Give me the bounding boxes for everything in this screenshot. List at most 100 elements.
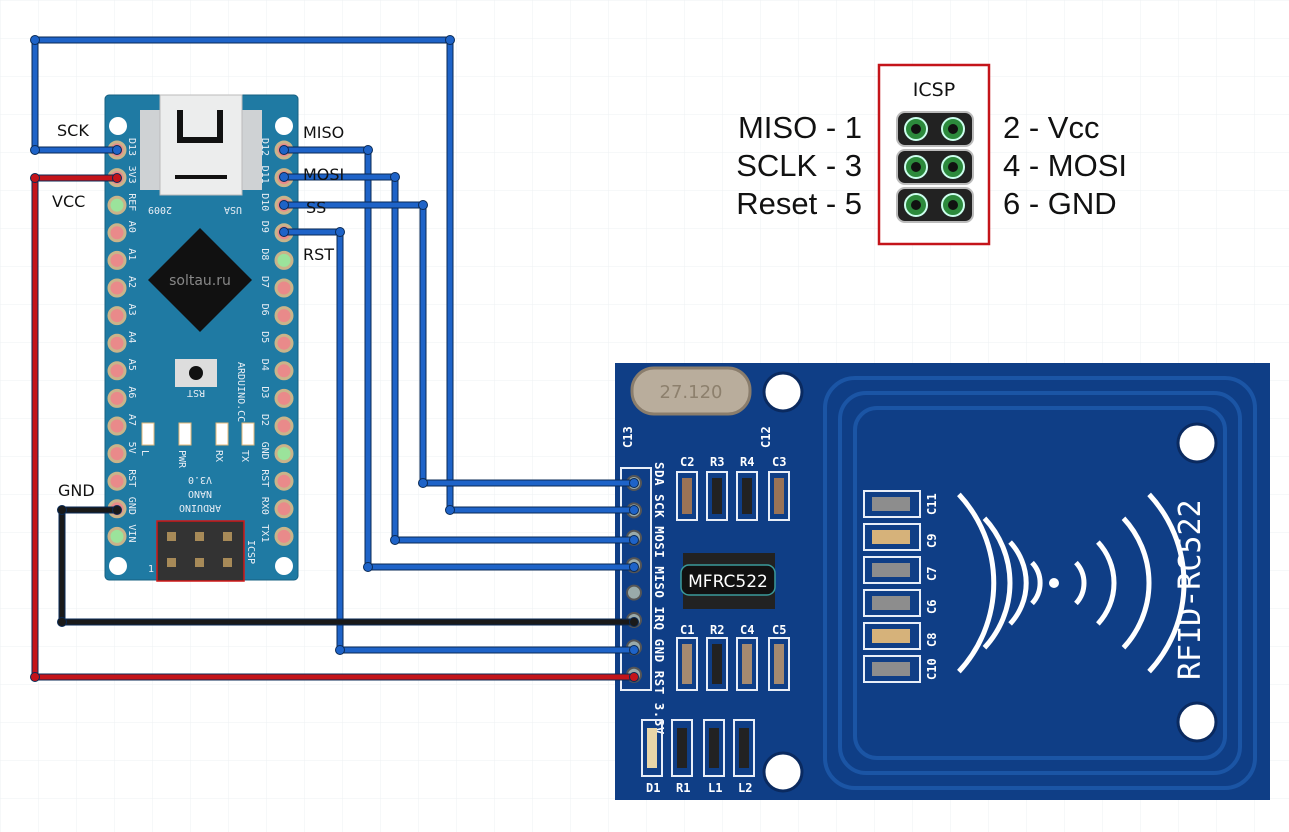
rfid-pin-labels: SDA SCK MOSI MISO IRQ GND RST 3.3V bbox=[652, 462, 667, 735]
component-label: C7 bbox=[925, 567, 939, 581]
component-pad bbox=[863, 490, 921, 518]
pin-rst bbox=[107, 471, 127, 491]
pin-label: A1 bbox=[126, 248, 137, 260]
pin-label: A7 bbox=[126, 414, 137, 426]
rfid-rc522-module: 27.120 RFID-RC522 MFRC522 SDA SCK MOSI M… bbox=[615, 363, 1270, 800]
pin-label: GND bbox=[259, 442, 270, 460]
pin-d6 bbox=[274, 306, 294, 326]
pin-label: D11 bbox=[259, 166, 270, 184]
pin-label: D6 bbox=[259, 304, 270, 316]
component-pad bbox=[863, 556, 921, 584]
crystal-label: 27.120 bbox=[660, 382, 723, 403]
wire-joint bbox=[363, 145, 373, 155]
pin-a1 bbox=[107, 250, 127, 270]
model-name: NANO bbox=[188, 488, 212, 499]
pin-5v bbox=[107, 444, 127, 464]
component bbox=[682, 644, 692, 684]
nano-icsp-label: ICSP bbox=[245, 540, 256, 564]
wire-joint bbox=[335, 645, 345, 655]
usb-left-text: 2009 bbox=[148, 204, 172, 215]
wire-miso bbox=[281, 147, 637, 570]
icsp-pin bbox=[195, 532, 204, 541]
component-pad bbox=[676, 471, 698, 521]
wire-vcc bbox=[32, 175, 637, 680]
led-label: RX bbox=[213, 450, 224, 462]
component bbox=[647, 728, 657, 768]
component-pad bbox=[736, 637, 758, 691]
pin-label: D8 bbox=[259, 248, 270, 260]
chip-label: MFRC522 bbox=[688, 572, 768, 592]
wave-arc bbox=[1147, 492, 1187, 674]
nano-icsp-header bbox=[156, 520, 245, 582]
pin-label: GND bbox=[126, 497, 137, 515]
label-rst: RST bbox=[303, 245, 334, 264]
component-pad bbox=[768, 471, 790, 521]
pin-label: RX0 bbox=[259, 497, 270, 515]
wire-joint bbox=[363, 562, 373, 572]
wire-joint bbox=[279, 200, 289, 210]
wire-joint bbox=[629, 505, 639, 515]
wire-mosi bbox=[281, 174, 637, 543]
led bbox=[215, 422, 229, 446]
pin-label: REF bbox=[126, 193, 137, 211]
component bbox=[774, 478, 784, 514]
component-label: C3 bbox=[772, 455, 786, 469]
pin-label: 5V bbox=[126, 442, 137, 454]
crystal bbox=[630, 366, 752, 416]
wire-joint bbox=[57, 617, 67, 627]
label-gnd: GND bbox=[58, 481, 95, 500]
pin-a6 bbox=[107, 388, 127, 408]
wave-arc bbox=[1030, 560, 1043, 606]
mount-hole bbox=[762, 751, 804, 793]
icsp-right-2: 2 - Vcc bbox=[1003, 110, 1099, 145]
wire-joint bbox=[112, 505, 122, 515]
model-version: V3.0 bbox=[188, 474, 212, 485]
pin-label: D13 bbox=[126, 138, 137, 156]
antenna-coil bbox=[823, 376, 1257, 790]
label-vcc: VCC bbox=[52, 192, 85, 211]
component bbox=[712, 478, 722, 514]
pin-rst bbox=[274, 471, 294, 491]
usb-right-text: USA bbox=[224, 204, 242, 215]
wave-arc bbox=[1096, 540, 1117, 626]
pin-ref bbox=[107, 195, 127, 215]
rfid-title: RFID-RC522 bbox=[1173, 499, 1208, 680]
component bbox=[872, 629, 910, 643]
chip-watermark: soltau.ru bbox=[169, 273, 231, 289]
component-label: C2 bbox=[680, 455, 694, 469]
pin-label: D10 bbox=[259, 193, 270, 211]
pin-vin bbox=[107, 526, 127, 546]
wire-joint bbox=[279, 227, 289, 237]
led-label: PWR bbox=[176, 450, 187, 469]
usb-icon bbox=[177, 110, 223, 143]
component-label: R4 bbox=[740, 455, 754, 469]
pin-d4 bbox=[274, 361, 294, 381]
wire-ss bbox=[281, 202, 637, 486]
pin-label: D2 bbox=[259, 414, 270, 426]
wave-arc bbox=[1121, 516, 1152, 650]
pin-tx1 bbox=[274, 526, 294, 546]
rfid-wave-icon bbox=[957, 492, 1187, 674]
wire-joint bbox=[30, 672, 40, 682]
pin-label: D4 bbox=[259, 359, 270, 371]
component-pad bbox=[768, 637, 790, 691]
label-ss: SS bbox=[306, 198, 326, 217]
component-label: C1 bbox=[680, 623, 694, 637]
component bbox=[872, 596, 910, 610]
led bbox=[141, 422, 155, 446]
component bbox=[742, 644, 752, 684]
pin-d7 bbox=[274, 278, 294, 298]
pin-label: A0 bbox=[126, 221, 137, 233]
wire-joint bbox=[279, 172, 289, 182]
wire-gnd bbox=[59, 507, 637, 625]
wire-joint bbox=[629, 617, 639, 627]
site-label: ARDUINO.CC bbox=[235, 362, 246, 422]
pin-d8 bbox=[274, 250, 294, 270]
component-pad bbox=[706, 471, 728, 521]
component-label: C8 bbox=[925, 633, 939, 647]
component-label: C9 bbox=[925, 534, 939, 548]
pin-rx0 bbox=[274, 499, 294, 519]
wave-arc bbox=[1008, 540, 1029, 626]
pin-a3 bbox=[107, 306, 127, 326]
